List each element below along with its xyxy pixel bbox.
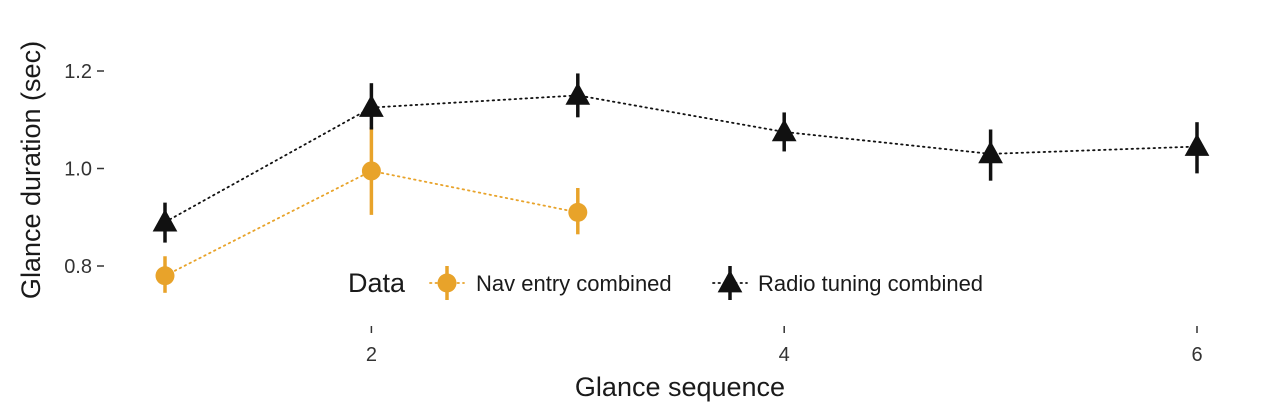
data-point bbox=[565, 82, 591, 105]
y-tick-label: 0.8 bbox=[64, 256, 92, 278]
x-axis: 2 4 6 bbox=[366, 326, 1203, 366]
series-circle bbox=[155, 127, 588, 293]
legend-item: Nav entry combined bbox=[429, 266, 672, 300]
legend-label: Nav entry combined bbox=[476, 271, 672, 296]
x-tick-label: 4 bbox=[779, 344, 790, 366]
data-point bbox=[152, 209, 178, 232]
series-line bbox=[164, 94, 1198, 224]
y-axis: 0.8 1.0 1.2 bbox=[64, 61, 104, 278]
x-axis-title: Glance sequence bbox=[575, 372, 785, 402]
data-point bbox=[568, 202, 588, 222]
legend-items: Nav entry combined Radio tuning combined bbox=[429, 266, 983, 300]
series-layer bbox=[152, 73, 1210, 293]
legend-item: Radio tuning combined bbox=[712, 266, 983, 300]
y-tick-label: 1.2 bbox=[64, 61, 92, 83]
data-point bbox=[978, 140, 1003, 164]
data-point bbox=[1184, 133, 1210, 156]
data-point bbox=[359, 94, 384, 117]
y-axis-title: Glance duration (sec) bbox=[16, 41, 46, 299]
series-triangle bbox=[152, 73, 1210, 243]
legend-key-marker bbox=[437, 273, 457, 293]
x-tick-label: 6 bbox=[1191, 344, 1202, 366]
legend-label: Radio tuning combined bbox=[758, 271, 983, 296]
legend-title: Data bbox=[348, 268, 406, 298]
y-tick-label: 1.0 bbox=[64, 159, 92, 181]
x-tick-label: 2 bbox=[366, 344, 377, 366]
data-point bbox=[155, 266, 175, 286]
legend: Data Nav entry combined Radio tuning comb… bbox=[348, 266, 983, 300]
legend-key-marker bbox=[717, 270, 743, 293]
data-point bbox=[771, 118, 797, 142]
data-point bbox=[361, 161, 381, 181]
